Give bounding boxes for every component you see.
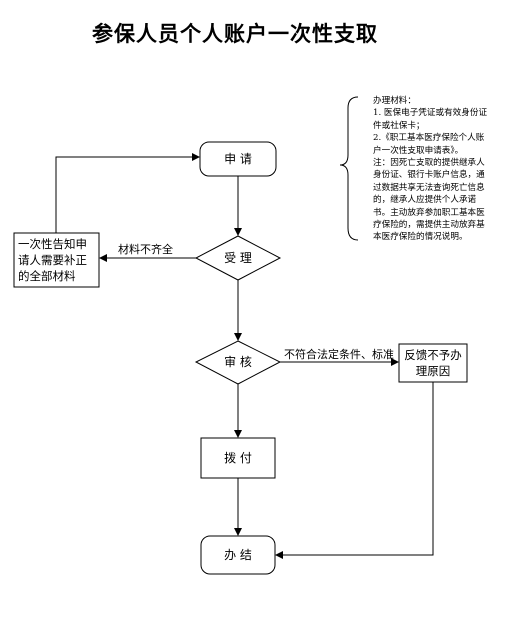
materials-item-1: 1. 医保电子凭证或有效身份证件或社保卡；: [373, 108, 488, 131]
pay-box: [200, 437, 276, 479]
materials-note: 办理材料： 1. 医保电子凭证或有效身份证件或社保卡； 2.《职工基本医疗保险个…: [373, 95, 491, 244]
page-title: 参保人员个人账户一次性支取: [92, 22, 378, 46]
arrow-notify-apply: [55, 153, 200, 233]
notify-label: 一次性告知申请人需要补正的全部材料: [18, 237, 87, 283]
reject-box: [398, 343, 468, 383]
edge-label-incomplete: 材料不齐全: [118, 243, 173, 256]
materials-remark: 注：因死亡支取的提供继承人身份证、银行卡账户信息，通过数据共享无法查询死亡信息的…: [373, 158, 485, 243]
reject-label: 反馈不予办理原因: [404, 348, 462, 378]
edge-label-not-compliant: 不符合法定条件、标准: [284, 348, 394, 361]
materials-heading: 办理材料：: [373, 96, 416, 106]
accept-label: 受 理: [224, 251, 252, 265]
materials-bracket: [339, 96, 359, 241]
apply-label: 申 请: [224, 152, 252, 166]
pay-label: 拨 付: [224, 451, 252, 465]
materials-item-2: 2.《职工基本医疗保险个人账户一次性支取申请表》。: [373, 133, 485, 156]
done-label: 办 结: [224, 548, 252, 562]
arrow-reject-done: [275, 382, 434, 559]
review-label: 审 核: [224, 355, 252, 369]
